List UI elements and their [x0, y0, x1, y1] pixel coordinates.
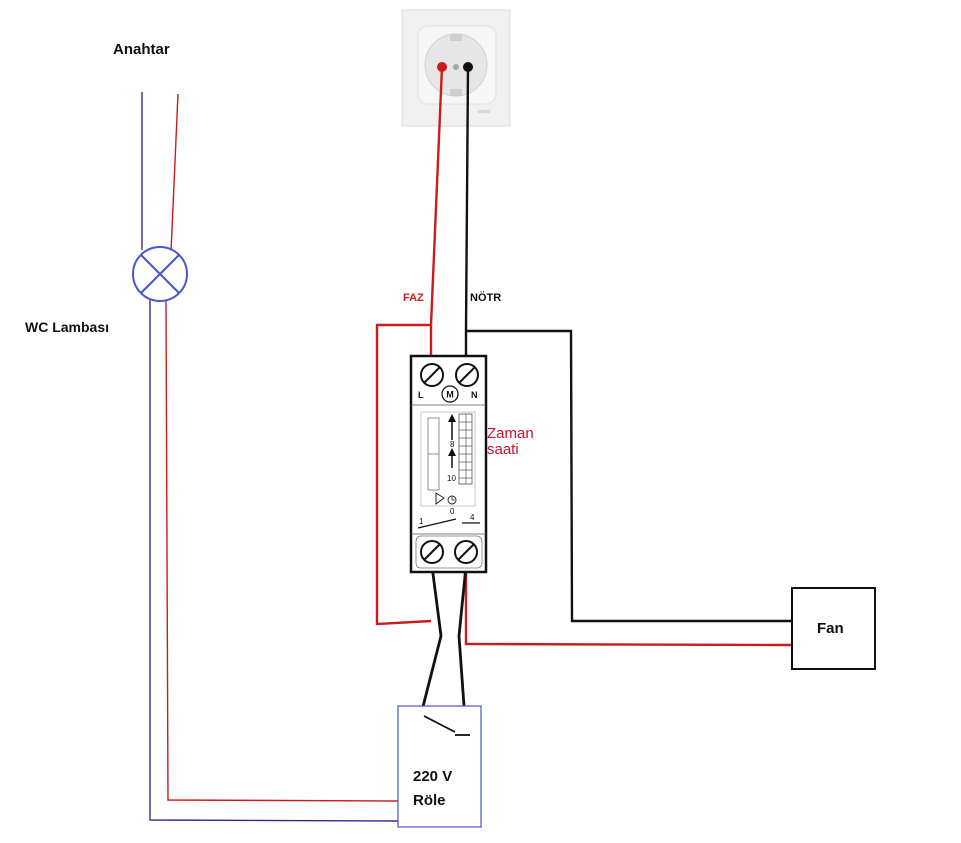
relay-wire-left: [414, 565, 443, 735]
contact-4-label: 4: [470, 513, 475, 522]
phase-loop-wire: [375, 323, 432, 626]
wall-socket: [401, 9, 511, 127]
relay-wire-right: [457, 565, 468, 735]
dial-mark-10: 10: [447, 474, 456, 483]
fan-phase-wire: [464, 570, 793, 647]
lamp-label: WC Lambası: [25, 319, 109, 335]
motor-label: M: [446, 390, 454, 400]
terminal-l-label: L: [418, 390, 424, 400]
relay-contact: [423, 715, 456, 733]
clock-icon: [447, 495, 457, 505]
play-icon: [435, 492, 445, 505]
dial-mark-0: 0: [450, 507, 455, 516]
timer-label-line2: saati: [487, 441, 519, 458]
lamp-wire-phase: [165, 299, 399, 802]
neutral-label: NÖTR: [470, 291, 501, 304]
switch-wire-phase: [170, 93, 179, 253]
fan-label: Fan: [817, 620, 844, 637]
motor-symbol: [441, 385, 459, 403]
contact-1-label: 1: [419, 517, 424, 526]
lamp-wire-neutral: [149, 298, 399, 822]
contact-switch: [417, 518, 457, 529]
dial-mark-8: 8: [450, 440, 455, 449]
phase-label: FAZ: [403, 292, 424, 304]
timer-label-line1: Zaman: [487, 425, 534, 442]
timer-device: [409, 354, 488, 574]
neutral-wire-fan: [466, 329, 792, 623]
relay-label-line2: Röle: [413, 792, 446, 809]
fan-box: [791, 587, 876, 670]
switch-label: Anahtar: [113, 41, 170, 58]
wc-lamp-symbol: [132, 246, 188, 302]
terminal-n-label: N: [471, 390, 478, 400]
relay-box: [397, 705, 482, 828]
relay-label-line1: 220 V: [413, 768, 452, 785]
